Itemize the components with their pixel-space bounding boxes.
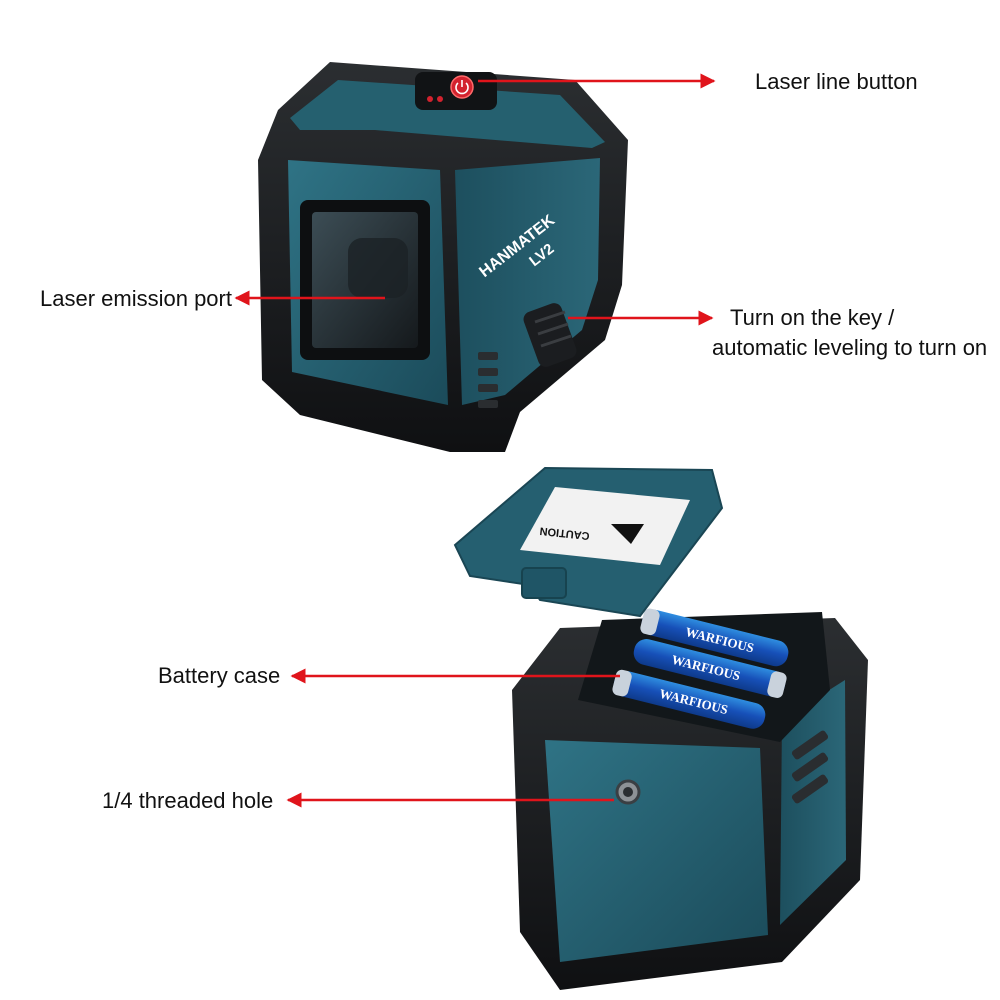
label-battery-case: Battery case: [158, 663, 281, 688]
label-laser-emission-port: Laser emission port: [40, 286, 232, 311]
side-face: [455, 158, 600, 405]
label-laser-line-button: Laser line button: [755, 69, 918, 94]
label-threaded-hole: 1/4 threaded hole: [102, 788, 274, 813]
power-switch: [523, 303, 577, 367]
callout-arrows: [234, 73, 716, 808]
bottom-side-face: [780, 680, 846, 925]
bottom-face: [545, 740, 768, 962]
battery-1: WARFIOUS: [640, 608, 789, 667]
laser-level-top-view: HANMATEK LV2: [258, 62, 628, 452]
label-turn-on-key: Turn on the key / automatic leveling to …: [712, 305, 988, 360]
top-face: [290, 80, 605, 148]
lid-caution-label: CAUTION: [539, 524, 590, 541]
indicator-led-2: [437, 96, 443, 102]
warning-sticker: [520, 487, 690, 565]
laser-level-bottom-view: WARFIOUS WARFIOUS WARFIOUS CAUTION: [453, 466, 868, 990]
indicator-led-1: [427, 96, 433, 102]
